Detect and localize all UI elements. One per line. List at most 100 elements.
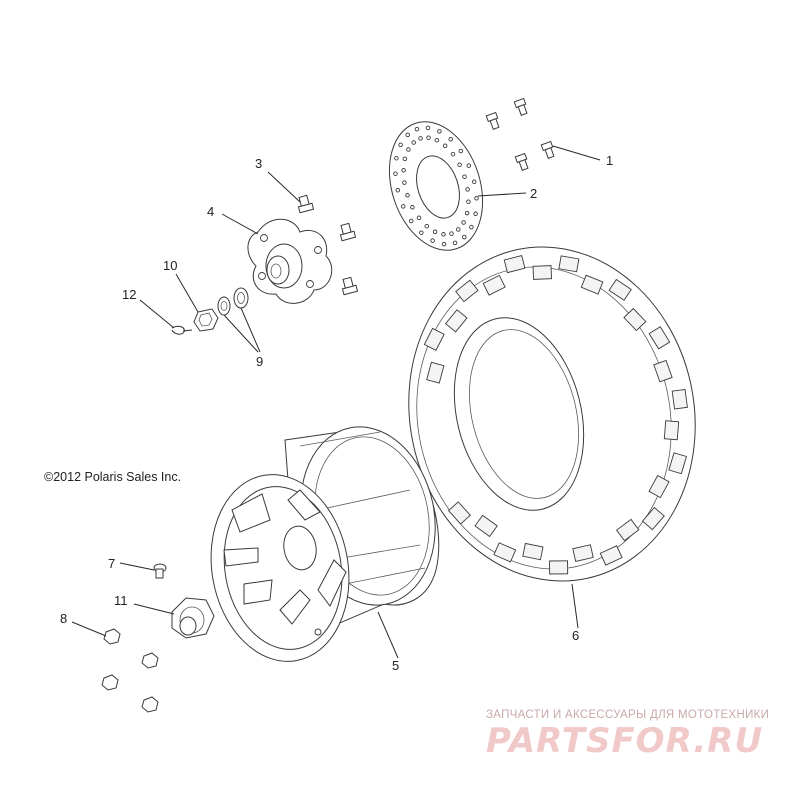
valve-stem: [153, 563, 167, 579]
disc-hole: [424, 223, 430, 229]
callout-labels: 1 2 3 4 5 6 7 8 9 10 11 12: [60, 153, 613, 673]
disc-hole: [430, 238, 435, 243]
disc-hole: [437, 129, 442, 134]
watermark: ЗАПЧАСТИ И АКСЕССУАРЫ ДЛЯ МОТОТЕХНИКИ PA…: [486, 709, 769, 761]
disc-hole: [405, 193, 410, 198]
disc-hole: [400, 204, 406, 209]
tread-lug: [668, 452, 688, 475]
disc-hole: [394, 155, 399, 161]
callout-6: 6: [572, 628, 579, 643]
callout-5: 5: [392, 658, 399, 673]
disc-hole: [449, 231, 454, 236]
disc-hole: [398, 142, 403, 148]
wheel-rim: [210, 426, 440, 662]
callout-12: 12: [122, 287, 136, 302]
disc-hole: [402, 180, 407, 185]
callout-4: 4: [207, 204, 214, 219]
tread-lug: [503, 255, 526, 274]
tread-lug: [549, 560, 569, 575]
callout-8: 8: [60, 611, 67, 626]
disc-hole: [406, 147, 411, 152]
castle-nut: [193, 308, 219, 332]
disc-hole: [434, 137, 440, 143]
disc-hole: [405, 132, 410, 138]
watermark-brand: PARTSFOR.RU: [486, 721, 763, 761]
disc-hole: [466, 199, 471, 204]
disc-hole: [457, 162, 462, 167]
disc-bolts: [485, 97, 555, 171]
tread-lug: [623, 307, 647, 332]
leader-lines: [71, 145, 601, 659]
disc-hole: [462, 174, 467, 179]
tread-lug: [482, 274, 506, 296]
disc-hole: [442, 143, 448, 149]
disc-hole: [464, 210, 470, 216]
tread-lug: [455, 279, 479, 303]
disc-hole: [408, 218, 414, 224]
disc-hole: [441, 232, 446, 237]
disc-hole: [411, 140, 416, 145]
disc-hole: [456, 227, 461, 232]
tread-lug: [493, 542, 517, 563]
disc-hole: [466, 163, 472, 168]
disc-hole: [425, 125, 431, 131]
tread-lug: [663, 420, 680, 441]
tread-lug: [671, 388, 688, 410]
disc-hole: [418, 136, 423, 141]
disc-hole: [393, 171, 398, 176]
tread-lug: [653, 359, 673, 383]
tread-lug: [532, 265, 553, 280]
disc-hole: [465, 187, 470, 192]
tread-lug: [648, 326, 671, 350]
tread-lug: [599, 545, 623, 566]
disc-hole: [473, 211, 478, 217]
tread-lug: [558, 255, 580, 273]
hub-cap: [171, 597, 215, 639]
tread-lug: [648, 474, 670, 499]
tread-lug: [580, 274, 604, 295]
disc-hole: [452, 240, 458, 246]
tread-lug: [444, 309, 468, 333]
disc-hole: [410, 205, 415, 210]
disc-hole: [402, 156, 408, 162]
disc-hole: [461, 220, 466, 225]
disc-hole: [414, 126, 420, 132]
brake-disc: [388, 121, 484, 251]
watermark-tagline: ЗАПЧАСТИ И АКСЕССУАРЫ ДЛЯ МОТОТЕХНИКИ: [486, 709, 769, 721]
washers: [217, 287, 249, 316]
callout-11: 11: [114, 593, 128, 608]
tread-lug: [447, 501, 471, 525]
disc-hole: [469, 224, 474, 230]
disc-hole: [395, 187, 401, 193]
disc-hole: [401, 168, 406, 173]
callout-7: 7: [108, 556, 115, 571]
tread-lug: [608, 278, 632, 301]
callout-2: 2: [530, 186, 537, 201]
disc-hole: [419, 230, 424, 235]
disc-hole: [448, 137, 453, 142]
disc-hole: [450, 151, 456, 157]
tread-lug: [572, 544, 594, 562]
disc-hole: [462, 234, 467, 240]
disc-hole: [432, 229, 438, 235]
disc-hole: [474, 196, 479, 201]
wheel-hub: [247, 218, 333, 304]
tread-lug: [474, 514, 498, 538]
disc-hole: [426, 135, 431, 140]
callout-10: 10: [163, 258, 177, 273]
tread-lug: [615, 518, 640, 542]
disc-hole: [416, 215, 422, 221]
disc-hole: [471, 179, 477, 185]
wheel-studs: [297, 194, 359, 296]
disc-hole: [441, 241, 447, 247]
callout-3: 3: [255, 156, 262, 171]
tread-lug: [641, 506, 665, 531]
disc-hole: [458, 148, 464, 154]
tire: [408, 246, 696, 582]
callout-9: 9: [256, 354, 263, 369]
tread-lug: [423, 327, 445, 351]
cotter-pin: [171, 325, 193, 335]
tread-lug: [522, 542, 544, 561]
copyright-text: ©2012 Polaris Sales Inc.: [44, 470, 181, 484]
